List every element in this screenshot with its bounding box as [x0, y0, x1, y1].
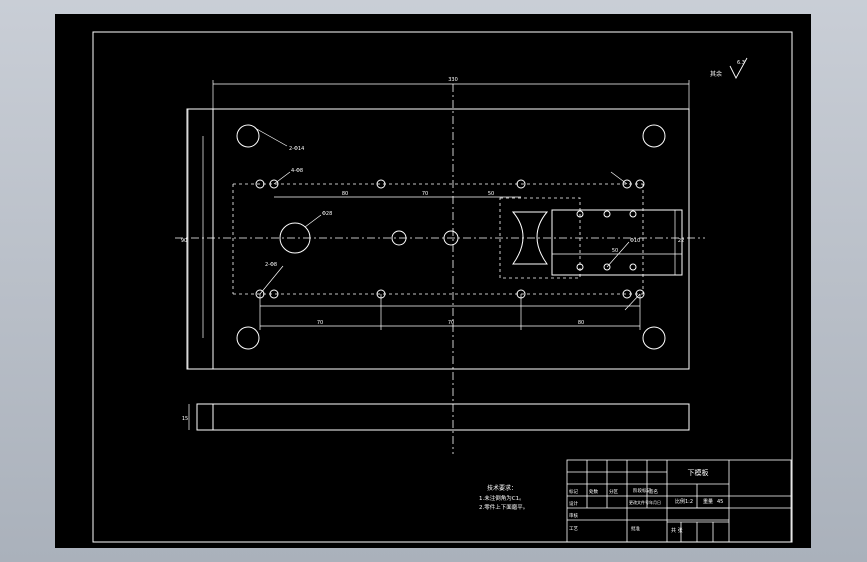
dim-text-bottom: 80 — [578, 320, 584, 326]
surface-finish-value: 6.3 — [737, 60, 745, 66]
leader-label: 2-Φ14 — [289, 146, 304, 152]
drawing-geometry — [92, 31, 793, 543]
screw-hole — [576, 263, 584, 271]
title-approve-label: 批准 — [631, 525, 640, 532]
leader-line — [606, 241, 630, 268]
dim-text-thickness: 15 — [182, 416, 188, 422]
title-date-label: 年月日 — [649, 499, 661, 505]
die-cavity — [511, 211, 549, 265]
drawing-text: 330 90 15 80 70 50 70 70 80 50 22 2-Φ14 … — [181, 60, 745, 534]
leader-label: Φ28 — [322, 211, 332, 217]
dimension-lines — [187, 80, 690, 369]
corner-hole-tr — [642, 124, 666, 148]
screw-hole — [376, 179, 386, 189]
leader-label: 2-Φ8 — [265, 262, 277, 268]
title-process-label: 工艺 — [569, 526, 578, 532]
screw-hole — [603, 210, 611, 218]
leader-line — [304, 214, 322, 228]
screw-hole — [516, 179, 526, 189]
engineering-drawing: 330 90 15 80 70 50 70 70 80 50 22 2-Φ14 … — [92, 31, 793, 543]
leader-line — [610, 171, 628, 185]
dim-text-pocket-height: 22 — [678, 238, 684, 244]
corner-hole-bl — [236, 326, 260, 350]
title-stage-label: 阶段标记 — [633, 487, 651, 494]
dim-text-bottom: 70 — [448, 320, 454, 326]
centerlines — [175, 84, 705, 454]
screw-hole — [576, 210, 584, 218]
side-view-outline — [196, 403, 690, 431]
surface-finish-symbol — [729, 57, 748, 79]
title-change-label: 更改文件号 — [629, 499, 649, 505]
title-mark-label: 标记 — [569, 488, 578, 495]
title-count-label: 处数 — [589, 488, 598, 495]
title-block-outline — [566, 459, 792, 543]
screw-hole — [622, 179, 632, 189]
screw-hole — [629, 263, 637, 271]
surface-finish-note: 其余 — [710, 70, 722, 78]
screw-hole — [622, 289, 632, 299]
title-part-name: 下模板 — [688, 468, 709, 477]
screw-hole — [269, 179, 279, 189]
title-material: 45 — [717, 499, 723, 505]
top-view-outline — [186, 108, 690, 370]
corner-hole-br — [642, 326, 666, 350]
tech-req-title: 技术要求： — [487, 484, 517, 492]
leader-line — [624, 293, 641, 311]
drawing-border — [92, 31, 793, 543]
tech-req-item: 1.未注倒角为C1。 — [479, 494, 525, 502]
title-scale-value: 1:2 — [685, 499, 693, 505]
die-insert-outline — [499, 197, 581, 279]
leader-line — [259, 265, 284, 295]
leader-label: 4-Φ8 — [291, 168, 303, 174]
large-hole — [279, 222, 311, 254]
medium-hole-left — [391, 230, 407, 246]
leader-line — [273, 171, 291, 185]
leader-label: Φ10 — [630, 238, 640, 244]
tech-req-item: 2.零件上下面磨平。 — [479, 503, 528, 511]
cad-viewport[interactable]: 330 90 15 80 70 50 70 70 80 50 22 2-Φ14 … — [55, 14, 811, 548]
screw-hole — [635, 179, 645, 189]
title-weight-label: 重量 — [703, 498, 713, 505]
dim-text-pocket: 50 — [612, 248, 618, 254]
dim-text-bottom: 70 — [317, 320, 323, 326]
right-pocket — [551, 209, 683, 276]
dim-text-overall-height: 90 — [181, 238, 187, 244]
hidden-lines — [232, 183, 644, 295]
title-block — [566, 459, 792, 543]
title-sheet-label: 共 张 — [671, 527, 683, 534]
corner-holes — [236, 124, 666, 350]
screw-hole — [629, 210, 637, 218]
title-sign-label: 签名 — [649, 488, 658, 495]
medium-hole-right — [443, 230, 459, 246]
screw-hole — [255, 179, 265, 189]
title-scale-label: 比例 — [675, 498, 685, 505]
leader-lines — [254, 127, 641, 311]
leader-line — [254, 127, 288, 147]
title-design-label: 设计 — [569, 500, 578, 507]
dim-text-pitch-right: 50 — [488, 191, 494, 197]
corner-hole-tl — [236, 124, 260, 148]
dim-text-overall-width: 330 — [448, 77, 458, 83]
screw-holes — [255, 179, 645, 299]
title-check-label: 审核 — [569, 512, 578, 519]
screw-hole — [603, 263, 611, 271]
dim-text-pitch-left: 80 — [342, 191, 348, 197]
title-zone-label: 分区 — [609, 488, 618, 495]
dim-text-pitch-mid: 70 — [422, 191, 428, 197]
screw-hole — [269, 289, 279, 299]
